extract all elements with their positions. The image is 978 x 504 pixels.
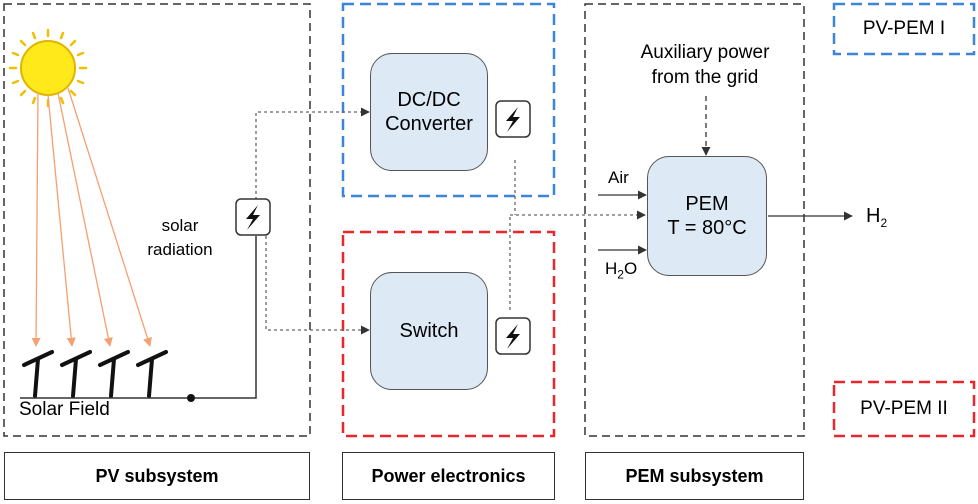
legend-pv-pem-1: PV-PEM I [862,18,946,39]
pv-subsystem-caption: PV subsystem [4,452,310,500]
pem-subsystem-frame [584,3,805,437]
h2-label: H2 [866,205,888,230]
pv-output-wire [195,236,257,399]
aux-power-label: Auxiliary power from the grid [640,42,770,88]
lightning-bolt-icon [235,198,271,236]
junction-dot [187,394,195,402]
pem-label-line2: T = 80°C [667,217,747,239]
legend-pv-pem-2-frame [832,380,976,438]
dcdc-label-line1: DC/DC [397,89,461,111]
wire-to-switch [265,236,370,335]
legend-pv-pem-1-frame [832,2,976,56]
solar-panel-icon [22,350,168,398]
pem-subsystem-caption: PEM subsystem [585,452,804,500]
wire-to-dcdc [255,107,370,200]
sun-icon [8,28,88,108]
h2o-label: H2O [605,259,638,282]
pv-pem-1-frame [341,2,556,198]
dcdc-converter-box: DC/DC Converter [370,53,488,171]
lightning-bolt-icon [495,317,531,355]
solar-field-label: Solar Field [19,399,110,420]
pv-pem-2-frame [341,230,556,438]
pem-label-line1: PEM [685,193,729,215]
pem-box: PEM T = 80°C [647,156,767,276]
legend-pv-pem-2: PV-PEM II [860,398,948,419]
solar-rays [31,87,152,347]
air-label: Air [608,168,629,187]
switch-label: Switch [399,320,459,342]
switch-box: Switch [370,272,488,390]
dcdc-label-line2: Converter [385,113,473,135]
lightning-bolt-icon [495,100,531,138]
solar-radiation-label: solar radiation [147,216,213,259]
power-electronics-caption: Power electronics [342,452,555,500]
pv-subsystem-frame [3,3,311,437]
